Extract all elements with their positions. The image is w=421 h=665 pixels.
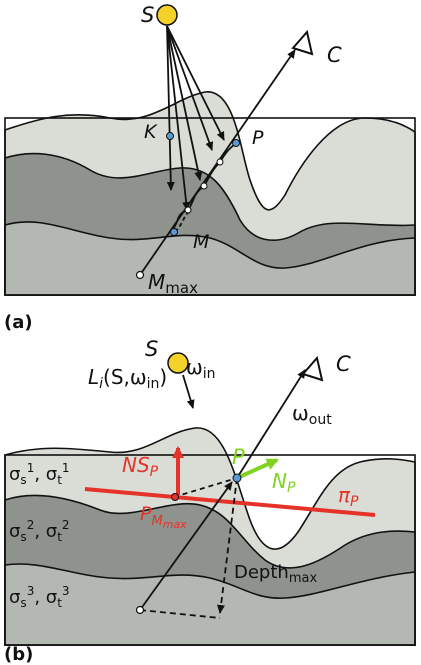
panel-a: S C K P M Mmax (a) xyxy=(4,3,416,333)
m-max-marker-b xyxy=(135,605,145,615)
omega-in-label: ωin xyxy=(186,355,216,382)
light-source-b xyxy=(167,352,189,374)
point-p-label-b: P xyxy=(232,445,245,469)
source-label-b: S xyxy=(145,337,158,361)
normal-p-label: NP xyxy=(272,469,296,496)
scatter-point-3 xyxy=(184,206,192,214)
point-m-marker xyxy=(170,228,178,236)
layer-1-params: σs1, σt1 xyxy=(9,461,70,487)
frame-a xyxy=(4,117,416,296)
point-k-marker xyxy=(166,132,174,140)
scatter-point-1 xyxy=(216,158,224,166)
point-m-label: M xyxy=(193,231,209,253)
point-p-marker-a xyxy=(232,139,240,147)
rays-b xyxy=(139,369,306,619)
panel-b-tag: (b) xyxy=(4,644,33,665)
incident-radiance-label: Li(S,ωin) xyxy=(88,365,167,392)
plane-label: πP xyxy=(338,483,359,510)
normal-p-arrow xyxy=(236,458,279,480)
point-p-label-a: P xyxy=(252,127,264,149)
m-max-marker xyxy=(135,270,145,280)
light-source-a xyxy=(156,4,178,26)
source-label-a: S xyxy=(141,3,154,27)
layer-3-b xyxy=(4,563,416,646)
layer-3-params: σs3, σt3 xyxy=(9,584,70,610)
projected-point-label: PMmax xyxy=(140,503,187,531)
projected-point-marker xyxy=(171,493,179,501)
surface-normal-label: NSP xyxy=(122,453,159,480)
point-p-marker-b xyxy=(232,473,242,483)
panel-a-tag: (a) xyxy=(4,312,33,333)
panel-b: S C Li(S,ωin) ωin ωout P NP NSP πP PMmax… xyxy=(4,337,416,665)
m-max-label: Mmax xyxy=(148,270,198,297)
frame-b xyxy=(4,454,416,646)
camera-label-b: C xyxy=(336,352,351,376)
depth-max-label: Depthmax xyxy=(234,562,317,586)
layer-3-a xyxy=(4,221,416,296)
scatter-point-2 xyxy=(200,182,208,190)
layer-2-params: σs2, σt2 xyxy=(9,518,70,544)
camera-icon-b xyxy=(301,355,324,382)
tangent-plane xyxy=(84,487,376,517)
camera-icon-a xyxy=(291,29,314,56)
omega-out-label: ωout xyxy=(292,401,332,428)
point-k-label: K xyxy=(144,121,158,143)
camera-label-a: C xyxy=(327,43,342,67)
